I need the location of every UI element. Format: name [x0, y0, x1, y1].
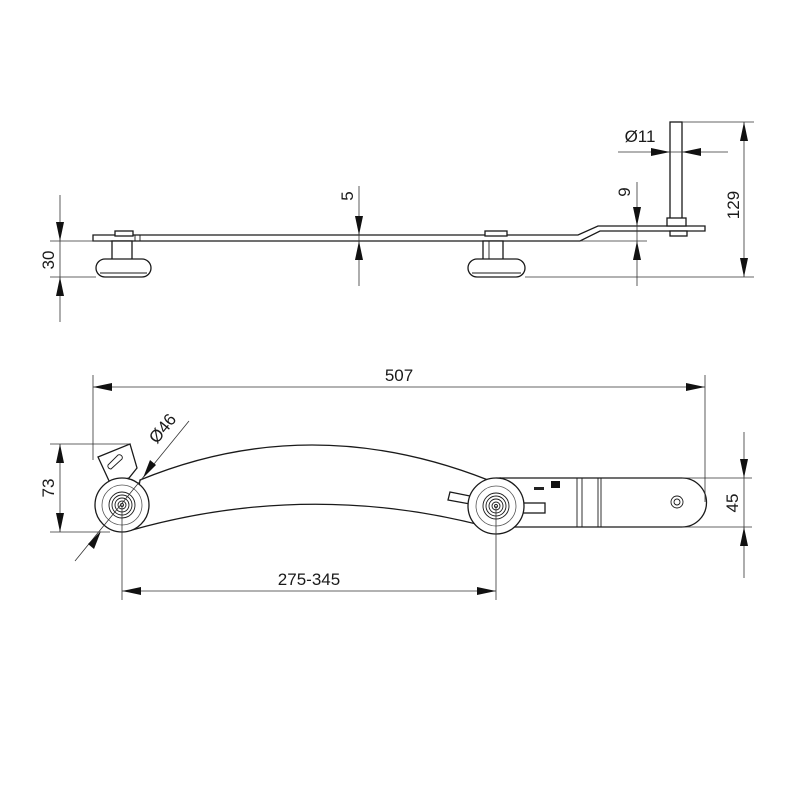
- dim-5: 5: [338, 186, 363, 286]
- dim-73: 73: [39, 443, 130, 533]
- curved-arm: [131, 444, 501, 531]
- dim-9: 9: [580, 182, 647, 286]
- dim-275-345: 275-345: [121, 505, 497, 600]
- side-view: 30 5 9 Ø11: [39, 121, 754, 322]
- dim-45-label: 45: [723, 494, 742, 513]
- dim-507-label: 507: [385, 366, 413, 385]
- dim-30: 30: [39, 195, 110, 322]
- dim-129: 129: [525, 121, 754, 278]
- dim-507: 507: [92, 366, 706, 502]
- dim-d11-label: Ø11: [625, 127, 656, 146]
- right-wheel-side: [467, 230, 526, 278]
- dim-9-label: 9: [615, 187, 634, 196]
- dim-129-label: 129: [724, 191, 743, 219]
- dim-d11: Ø11: [618, 127, 728, 156]
- top-view: 507 Ø46 73 45: [39, 366, 752, 600]
- pin-side: [666, 121, 688, 237]
- plate-side: [92, 225, 706, 242]
- dim-73-label: 73: [39, 479, 58, 498]
- dim-30-label: 30: [39, 251, 58, 270]
- left-wheel-side: [95, 230, 152, 278]
- dim-d46-label: Ø46: [145, 410, 180, 447]
- dim-45: 45: [682, 432, 752, 578]
- dim-5-label: 5: [338, 191, 357, 200]
- dim-275-345-label: 275-345: [278, 570, 340, 589]
